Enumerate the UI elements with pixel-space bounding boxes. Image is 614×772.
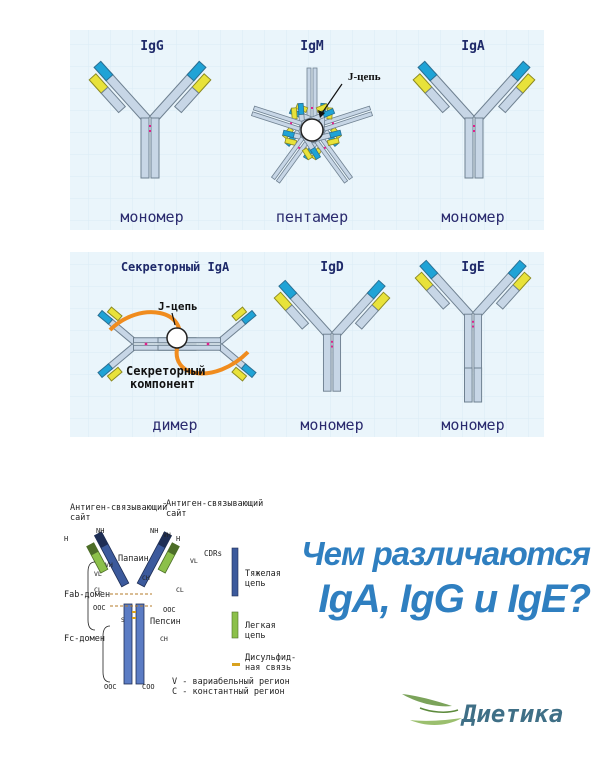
legend-heavy-2: цепь [245, 579, 265, 589]
ige-monomer-diagram [410, 259, 536, 403]
antigen-site-left-2: сайт [70, 513, 90, 523]
ch-label-1: CH [142, 574, 150, 582]
siga-title: Секреторный IgA [121, 260, 230, 274]
brand-name: Диетика [460, 700, 563, 728]
ch-label-2: CH [160, 635, 168, 643]
iga-caption: мономер [441, 208, 504, 226]
brand-logo: Диетика [402, 694, 563, 728]
leaf-icon [402, 694, 462, 725]
headline: Чем различаются IgA, IgG и IgE? [301, 534, 593, 621]
ooc-bottom-label: OOC [104, 683, 117, 691]
igg-caption: мономер [120, 208, 183, 226]
legend-disulfide-swatch [232, 663, 240, 666]
ige-caption: мономер [441, 416, 504, 434]
siga-caption: димер [152, 416, 197, 434]
legend-light-1: Легкая [245, 621, 276, 631]
top-panel: IgG IgM IgA J-цепь мономер пентамер моно… [70, 30, 544, 230]
cl-right-label: CL [176, 586, 184, 594]
antigen-site-right-2: сайт [166, 509, 186, 519]
ige-title: IgE [461, 260, 484, 275]
vh-right-label: VH [163, 531, 171, 539]
coo-label: COO [142, 683, 155, 691]
igm-j-chain-label: J-цепь [348, 71, 381, 83]
antigen-site-left-1: Антиген-связывающий [70, 503, 167, 513]
middle-panel: Секреторный IgA IgD IgE J-цепь Секреторн… [70, 252, 544, 437]
igd-title: IgD [320, 260, 344, 275]
nh3-label-1: NH [96, 527, 104, 535]
antibody-structure-diagram: Антиген-связывающий сайт Антиген-связыва… [64, 499, 296, 697]
disulfide-s-mark: S [121, 617, 125, 624]
siga-dimer-diagram [96, 302, 258, 386]
legend-light-2: цепь [245, 631, 265, 641]
vl-right-label: VL [190, 557, 198, 565]
pepsin-label: Пепсин [150, 617, 181, 627]
legend-light-chain-swatch [231, 611, 239, 639]
fab-domain-label: Fab-домен [64, 590, 110, 600]
vh-left-label: VH [105, 561, 113, 569]
iga-title: IgA [461, 39, 485, 54]
cdrs-label: CDRs [204, 549, 222, 558]
headline-line-1: Чем различаются [301, 535, 590, 572]
legend-c-region: C - константный регион [172, 687, 285, 697]
antigen-site-right-1: Антиген-связывающий [166, 499, 263, 509]
vl-left-label: VL [94, 570, 102, 578]
secretory-label-1: Секреторный [126, 364, 205, 378]
igd-caption: мономер [300, 416, 363, 434]
h2n-label-2: H [176, 535, 180, 543]
cl-left-label: CL [94, 586, 102, 594]
headline-line-2: IgA, IgG и IgE? [318, 577, 590, 621]
legend-heavy-chain-swatch [231, 547, 239, 597]
fc-domain-label: Fc-домен [64, 634, 105, 644]
siga-j-chain-label: J-цепь [158, 300, 198, 313]
nh3-label-2: NH [150, 527, 158, 535]
legend-heavy-1: Тяжелая [245, 569, 281, 579]
igm-pentamer-diagram [242, 67, 382, 201]
ooc-label-2: OOC [163, 606, 176, 614]
secretory-label-2: компонент [130, 377, 195, 391]
legend-disulfide-2: ная связь [245, 663, 291, 673]
papain-label: Папаин [118, 554, 149, 564]
igm-caption: пентамер [276, 208, 348, 226]
igm-title: IgM [300, 39, 324, 54]
ooc-label-1: OOC [93, 604, 106, 612]
h2n-label-1: H [64, 535, 68, 543]
igg-title: IgG [140, 39, 164, 54]
legend-disulfide-1: Дисульфид- [245, 653, 296, 663]
legend-v-region: V - вариабельный регион [172, 676, 290, 687]
